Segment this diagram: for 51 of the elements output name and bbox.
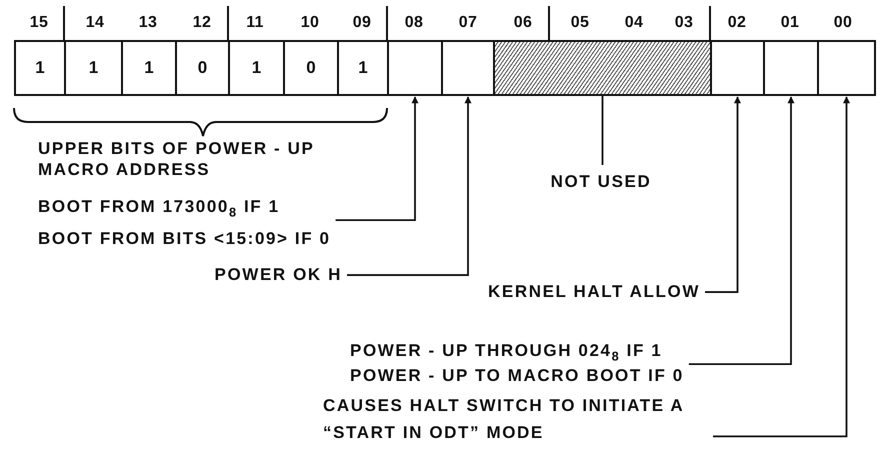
field-description: POWER - UP TO MACRO BOOT IF 0	[350, 365, 684, 388]
bit-cell	[337, 40, 389, 96]
bit-number: 04	[624, 13, 644, 33]
bit-value: 1	[88, 58, 98, 78]
bit-cell	[817, 40, 876, 96]
bit-number: 15	[28, 13, 50, 33]
bit-cell	[710, 40, 765, 96]
bit-number: 12	[192, 13, 212, 33]
leader-line	[347, 96, 472, 276]
bit-number: 06	[512, 13, 534, 33]
bit-value: 1	[35, 58, 45, 78]
bit-number: 02	[726, 13, 748, 33]
leader-line	[336, 96, 418, 221]
bit-value: 0	[198, 58, 208, 78]
field-description: POWER - UP THROUGH 024$_{8}$ IF 1	[350, 340, 664, 362]
bit-number: 07	[458, 13, 478, 33]
field-description: BOOT FROM 173000$_{8}$ IF 1	[38, 196, 281, 218]
bit-number: 00	[832, 13, 854, 33]
bit-cell	[121, 40, 177, 96]
bit-cell	[441, 40, 495, 96]
bit-number: 08	[404, 13, 424, 33]
bit-number: 05	[570, 13, 590, 33]
bit-number: 01	[780, 13, 800, 33]
bit-number: 03	[674, 13, 694, 33]
bit-number: 13	[138, 13, 158, 33]
leader-line	[713, 96, 850, 438]
field-description: BOOT FROM BITS <15:09> IF 0	[38, 228, 331, 250]
field-description: POWER OK H	[214, 264, 342, 286]
leader-line	[705, 96, 741, 293]
bit-cell	[14, 40, 66, 96]
bit-number: 11	[245, 13, 265, 33]
bit-value: 1	[252, 58, 262, 78]
bit-value: 0	[306, 58, 316, 78]
field-description: UPPER BITS OF POWER - UP MACRO ADDRESS	[38, 138, 316, 180]
bit-cell	[283, 40, 339, 96]
field-description: KERNEL HALT ALLOW	[488, 281, 700, 303]
field-description: CAUSES HALT SWITCH TO INITIATE A “START IN ODT” MODE	[323, 395, 685, 444]
leader-line	[602, 96, 604, 165]
bit-number: 09	[352, 13, 372, 33]
field-description: NOT USED	[550, 171, 652, 193]
bit-value: 1	[144, 58, 154, 78]
bit-number: 10	[300, 13, 320, 33]
hatched-field	[493, 40, 712, 96]
bit-cell	[64, 40, 123, 96]
bit-cell	[228, 40, 285, 96]
bit-cell	[763, 40, 819, 96]
bit-cell	[387, 40, 443, 96]
bit-cell	[175, 40, 230, 96]
bit-number: 14	[84, 13, 106, 33]
bit-value: 1	[358, 58, 368, 78]
leader-line	[688, 96, 794, 365]
